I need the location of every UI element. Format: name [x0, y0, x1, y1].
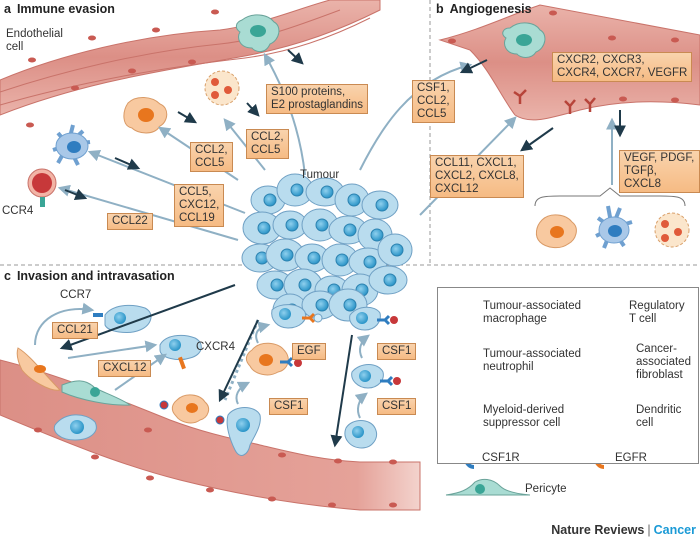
- regulatory-t-cell-a: [27, 168, 57, 207]
- macrophage-intravasation: [159, 394, 225, 425]
- label-cxcr-vegfr: CXCR2, CXCR3, CXCR4, CXCR7, VEGFR: [552, 52, 693, 82]
- legend-label-dendritic-cell: Dendritic cell: [636, 404, 682, 429]
- receptor-icon: [513, 89, 527, 104]
- tumour-cell-cxcr4: [159, 334, 202, 370]
- legend-label-mdsc: Myeloid-derived suppressor cell: [483, 404, 565, 429]
- tumour-cell-nucleus: [390, 243, 404, 257]
- label-ccl11-cxcl: CCL11, CXCL1, CXCL2, CXCL8, CXCL12: [430, 155, 524, 198]
- tumour-cell-nucleus: [257, 221, 271, 235]
- macrophage-cell-b: [535, 214, 577, 249]
- label-csf1-upper: CSF1: [377, 343, 417, 360]
- label-egf: EGF: [292, 343, 326, 360]
- journal-separator: |: [647, 523, 651, 537]
- label-ccl2-ccl5-neutrophil: CCL2, CCL5: [246, 129, 289, 159]
- label-ccl2-ccl5-macrophage: CCL2, CCL5: [190, 142, 233, 172]
- tumour-cell-nucleus: [375, 198, 389, 212]
- journal-section: Cancer: [653, 523, 696, 537]
- grouping-brace: [534, 187, 686, 207]
- journal-name: Nature Reviews: [551, 523, 645, 537]
- tumour-cell-nucleus: [363, 255, 377, 269]
- panel-c-letter: c: [4, 269, 11, 283]
- label-csf1-ccl2-ccl5: CSF1, CCL2, CCL5: [412, 80, 455, 123]
- panel-a-title: a Immune evasion: [4, 2, 115, 16]
- tumour-cell-nucleus: [335, 253, 349, 267]
- tumour-cell-ccr7: [93, 304, 152, 333]
- panel-a-title-text: Immune evasion: [16, 2, 115, 16]
- panel-b-title: b Angiogenesis: [436, 2, 532, 16]
- mdsc-cell-a: [235, 14, 280, 53]
- fibroblast-cell: [16, 347, 62, 391]
- tumour-cell-in-vessel: [53, 414, 97, 441]
- panel-b-title-text: Angiogenesis: [449, 2, 532, 16]
- legend-label-neutrophil: Tumour-associated neutrophil: [483, 348, 582, 373]
- tumour-cell-nucleus: [315, 298, 329, 312]
- tumour-cell-nucleus: [285, 218, 299, 232]
- label-ccl22: CCL22: [107, 213, 153, 230]
- ccr4-annotation: CCR4: [2, 205, 34, 217]
- dendritic-cell-b: [595, 205, 633, 249]
- label-csf1-macrophage: CSF1: [269, 398, 309, 415]
- blood-vessel-a: [0, 0, 381, 128]
- legend-label-macrophage: Tumour-associated macrophage: [483, 300, 582, 325]
- label-ccl21: CCL21: [52, 322, 98, 339]
- legend-label-pericyte: Pericyte: [525, 483, 567, 495]
- tumour-cell-nucleus: [280, 248, 294, 262]
- label-csf1-lower: CSF1: [377, 398, 417, 415]
- legend-label-egfr: EGFR: [615, 452, 647, 464]
- tumour-cell-nucleus: [320, 185, 334, 199]
- panel-a-letter: a: [4, 2, 11, 16]
- legend-box: [437, 287, 699, 464]
- tumour-annotation: Tumour: [300, 169, 340, 181]
- tumour-mass: [241, 173, 413, 327]
- tumour-cell-nucleus: [383, 273, 397, 287]
- ccr7-annotation: CCR7: [60, 289, 92, 301]
- receptor-icon: [584, 97, 596, 112]
- macrophage-csf1r: [245, 342, 302, 376]
- legend-label-csf1r: CSF1R: [482, 452, 520, 464]
- tumour-cell-nucleus: [270, 278, 284, 292]
- pericyte-icon: [445, 478, 531, 496]
- tumour-cell-nucleus: [347, 193, 361, 207]
- neutrophil-cell-a: [204, 70, 240, 106]
- tumour-cell-nucleus: [263, 193, 277, 207]
- mdsc-cell-b: [502, 22, 546, 58]
- tumour-cell-intravasating: [226, 407, 261, 456]
- panel-c-title-text: Invasion and intravasation: [16, 269, 175, 283]
- legend-label-fibroblast: Cancer- associated fibroblast: [636, 343, 691, 381]
- journal-credit: Nature Reviews|Cancer: [551, 523, 696, 537]
- label-cxcl12: CXCL12: [98, 360, 152, 377]
- panel-c-title: c Invasion and intravasation: [4, 269, 175, 283]
- pericyte-cell: [61, 380, 132, 406]
- dendritic-cell-a: [52, 124, 91, 166]
- tumour-cell-migrating: [344, 420, 377, 449]
- tumour-cell-nucleus: [343, 298, 357, 312]
- tumour-cell-csf1r-upper: [349, 306, 398, 331]
- tumour-cell-nucleus: [298, 278, 312, 292]
- cxcr4-annotation: CXCR4: [196, 341, 235, 353]
- tumour-cell-nucleus: [343, 223, 357, 237]
- tumour-cell-nucleus: [290, 183, 304, 197]
- tumour-cell-nucleus: [307, 251, 321, 265]
- endothelial-cell-annotation: Endothelial cell: [6, 28, 63, 53]
- tumour-cell-egfr: [271, 304, 323, 329]
- label-s100-prostaglandins: S100 proteins, E2 prostaglandins: [266, 84, 369, 114]
- macrophage-cell-a: [123, 97, 168, 134]
- label-vegf-pdgf: VEGF, PDGF, TGFβ, CXCL8: [619, 150, 700, 193]
- tumour-cell-nucleus: [315, 218, 329, 232]
- panel-b-letter: b: [436, 2, 444, 16]
- receptor-icon: [564, 99, 576, 114]
- legend-label-regulatory-t-cell: Regulatory T cell: [629, 300, 685, 325]
- neutrophil-cell-b: [654, 212, 690, 248]
- tumour-cell-csf1r-lower: [351, 364, 401, 389]
- label-ccl5-cxc12-ccl19: CCL5, CXC12, CCL19: [174, 184, 225, 227]
- tumour-cell-nucleus: [370, 228, 384, 242]
